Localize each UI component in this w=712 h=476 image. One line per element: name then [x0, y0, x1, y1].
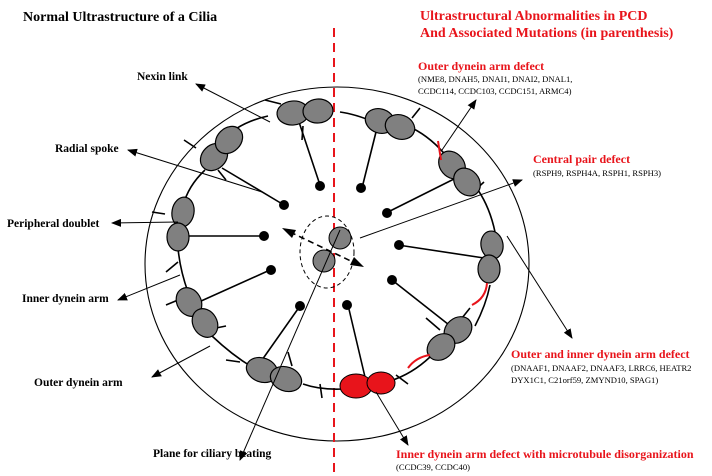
defect-outer-genes-1: (NME8, DNAH5, DNAI1, DNAI2, DNAL1, — [418, 74, 572, 84]
label-plane-for-ciliary-beating: Plane for ciliary beating — [153, 448, 272, 460]
beat-plane-arrowhead-right — [350, 257, 364, 267]
label-radial-spoke: Radial spoke — [55, 143, 119, 155]
central-microtubule-2 — [312, 249, 336, 273]
defect-outer-inner-title: Outer and inner dynein arm defect — [511, 347, 690, 361]
cell-membrane — [144, 86, 530, 442]
label-outer-dynein-arm: Outer dynein arm — [34, 377, 123, 389]
pointer-arrows — [111, 83, 573, 461]
central-pair-sheath — [299, 215, 355, 289]
beat-plane-dashed — [289, 231, 356, 264]
defect-outer-inner-genes-2: DYX1C1, C21orf59, ZMYND10, SPAG1) — [511, 375, 658, 385]
defect-outer-inner-genes-1: (DNAAF1, DNAAF2, DNAAF3, LRRC6, HEATR2 — [511, 363, 691, 373]
defect-outer-genes-2: CCDC114, CCDC103, CCDC151, ARMC4) — [418, 86, 572, 96]
defect-microtubule-genes: (CCDC39, CCDC40) — [396, 462, 470, 472]
defective-doublets — [339, 371, 396, 399]
label-peripheral-doublet: Peripheral doublet — [7, 218, 99, 230]
spoke-heads — [259, 181, 404, 311]
defect-central-title: Central pair defect — [533, 152, 630, 166]
defect-central-genes: (RSPH9, RSPH4A, RSPH1, RSPH3) — [533, 168, 661, 178]
label-inner-dynein-arm: Inner dynein arm — [22, 293, 109, 305]
defect-microtubule-title: Inner dynein arm defect with microtubule… — [396, 447, 694, 461]
left-title: Normal Ultrastructure of a Cilia — [23, 10, 217, 25]
right-title-line2: And Associated Mutations (in parenthesis… — [420, 26, 674, 41]
label-nexin-link: Nexin link — [137, 71, 188, 83]
right-title-line1: Ultrastructural Abnormalities in PCD — [420, 9, 647, 24]
beat-plane-arrowhead-left — [282, 228, 296, 238]
defect-outer-title: Outer dynein arm defect — [418, 59, 544, 73]
defect-markers — [407, 140, 488, 369]
